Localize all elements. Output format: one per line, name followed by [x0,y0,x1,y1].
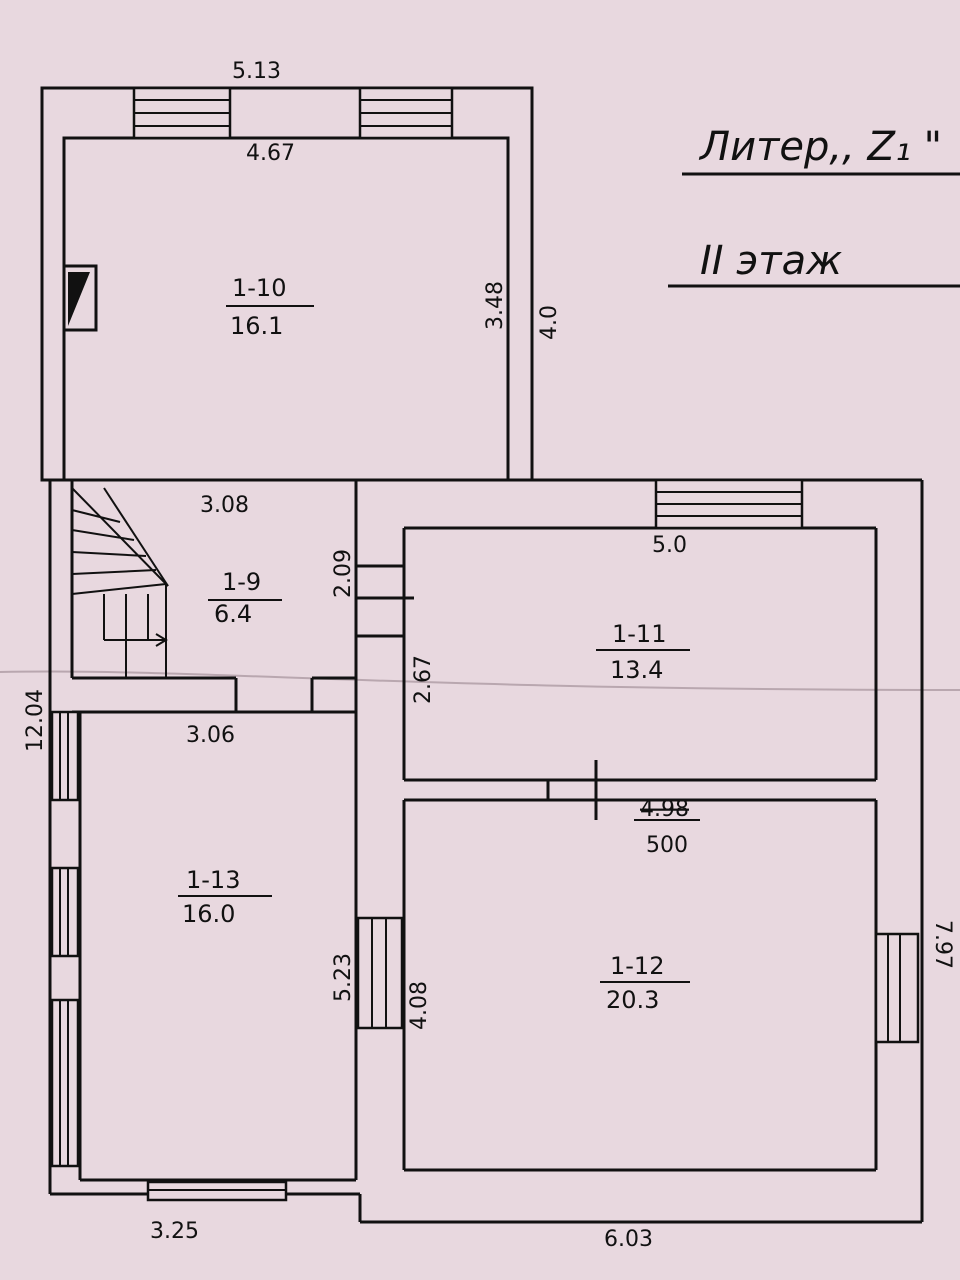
dim-room9-width: 3.08 [200,493,249,518]
floor-title: II этаж [700,238,842,284]
room-1-9-id: 1-9 [222,568,261,596]
dim-right-total: 7.97 [930,920,955,969]
dim-top-inner: 4.67 [246,141,295,166]
window-room-1-12 [874,932,920,1044]
dim-room11-width: 5.0 [652,533,687,558]
window-between-13-12 [356,916,404,1030]
window-room-1-11 [654,478,804,530]
dim-room13-height: 5.23 [331,953,356,1002]
room-1-13-area: 16.0 [182,900,235,928]
room-1-13-walls [78,712,356,1182]
room-1-11-id: 1-11 [612,620,666,648]
dim-bottom-left: 3.25 [150,1219,199,1244]
room-1-10-area: 16.1 [230,312,283,340]
room-1-13-id: 1-13 [186,866,240,894]
chimney-symbol [62,264,98,332]
dim-room12-height: 4.08 [407,981,432,1030]
dim-room11-height: 2.67 [411,655,436,704]
dim-room12-width-struck: 4.98 [640,797,689,822]
dim-room10-outer-height: 4.0 [537,305,562,340]
dim-room9-height: 2.09 [331,549,356,598]
room-1-10-id: 1-10 [232,274,286,302]
room-1-9-walls [70,480,358,1180]
window-top-1 [132,86,232,140]
lower-block-walls [48,478,924,1224]
window-top-2 [358,86,454,140]
room-1-11-area: 13.4 [610,656,663,684]
windows-left-room-1-13 [50,710,80,1168]
room-1-9-area: 6.4 [214,600,252,628]
dim-bottom-right: 6.03 [604,1227,653,1252]
room-1-12-id: 1-12 [610,952,664,980]
room-fraction-lines [178,305,700,983]
dim-top-outer: 5.13 [232,59,281,84]
dim-room13-width: 3.06 [186,723,235,748]
window-bottom-room-1-13 [146,1180,288,1202]
room-1-12-area: 20.3 [606,986,659,1014]
dim-room12-width: 500 [646,833,688,858]
room-1-11-walls [402,526,878,782]
staircase-symbol [71,487,169,678]
dim-left-total: 12.04 [23,689,48,752]
paper-fold [0,670,960,691]
liter-title: Литер,, Z₁ " [698,124,942,170]
dim-room10-height: 3.48 [483,281,508,330]
